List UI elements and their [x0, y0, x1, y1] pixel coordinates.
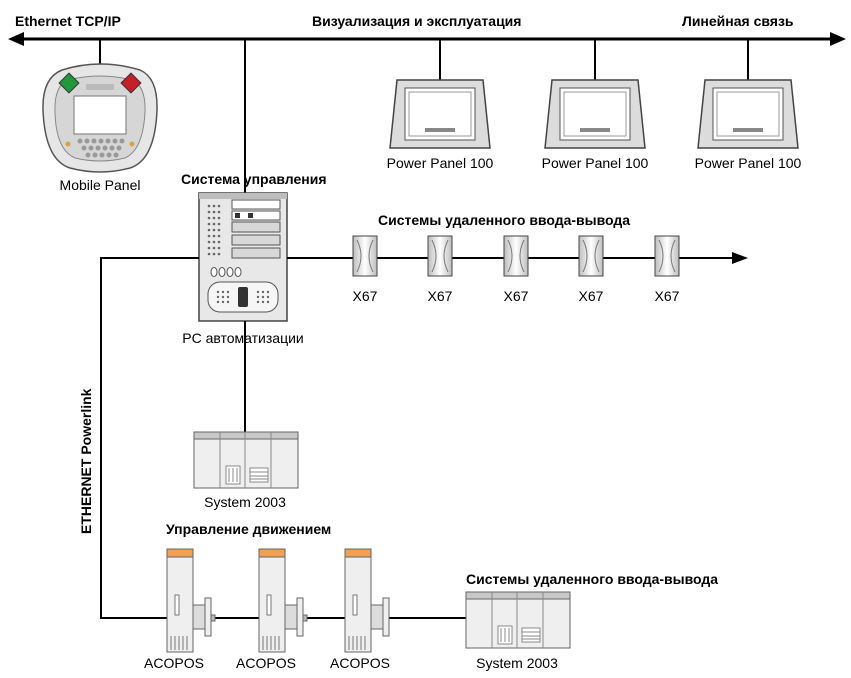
acopos-drive-3 [344, 548, 390, 653]
powerlink-line [100, 257, 246, 619]
x67-label-2: X67 [428, 288, 453, 304]
x67-module-2 [427, 235, 453, 277]
x67-module-3 [503, 235, 529, 277]
x67-label-5: X67 [655, 288, 680, 304]
system2003-center-label: System 2003 [204, 494, 286, 510]
acopos-label-1: ACOPOS [144, 655, 204, 671]
power-panel-1 [389, 79, 491, 149]
acopos-drive-1 [166, 548, 216, 653]
remote-io-bottom-title: Системы удаленного ввода-вывода [466, 571, 718, 587]
acopos-drive-2 [258, 548, 308, 653]
powerlink-label: ETHERNET Powerlink [78, 388, 94, 534]
mobile-panel-label: Mobile Panel [60, 177, 141, 193]
power-panel-2 [544, 79, 646, 149]
bus-label-visualization: Визуализация и эксплуатация [312, 13, 521, 29]
mobile-panel-device [42, 63, 158, 173]
power-panel-2-label: Power Panel 100 [542, 155, 649, 171]
x67-module-5 [654, 235, 680, 277]
bus-label-ethernet: Ethernet TCP/IP [15, 13, 121, 29]
automation-pc-label: PC автоматизации [182, 330, 304, 346]
power-panel-1-label: Power Panel 100 [387, 155, 494, 171]
ethernet-bus [8, 32, 846, 193]
power-panel-3-label: Power Panel 100 [695, 155, 802, 171]
acopos-label-3: ACOPOS [330, 655, 390, 671]
motion-title: Управление движением [166, 521, 331, 537]
control-system-title: Система управления [181, 171, 327, 187]
acopos-label-2: ACOPOS [236, 655, 296, 671]
x67-label-3: X67 [504, 288, 529, 304]
automation-pc-device [198, 192, 288, 322]
system2003-bottom-device [465, 591, 571, 649]
x67-label-4: X67 [579, 288, 604, 304]
system2003-bottom-label: System 2003 [476, 655, 558, 671]
system2003-center-device [193, 431, 299, 489]
x67-module-1 [352, 235, 378, 277]
x67-module-4 [578, 235, 604, 277]
remote-io-top-title: Системы удаленного ввода-вывода [378, 212, 630, 228]
bus-label-line-link: Линейная связь [682, 13, 794, 29]
power-panel-3 [697, 79, 799, 149]
x67-label-1: X67 [353, 288, 378, 304]
